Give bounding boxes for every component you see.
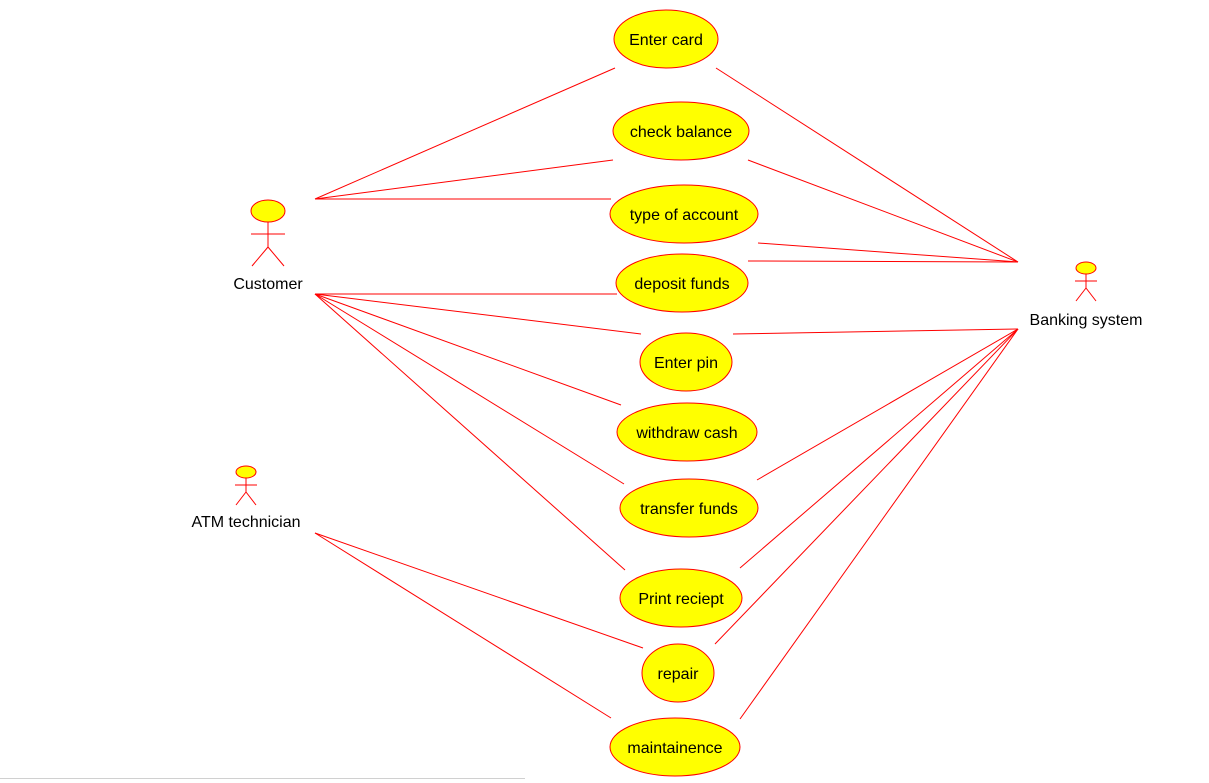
use-case-label: transfer funds — [640, 501, 738, 518]
association-line — [747, 260, 1019, 263]
stick-figure-icon — [235, 465, 257, 506]
use-case-check-balance[interactable]: check balance — [612, 101, 750, 161]
association-line — [757, 242, 1019, 263]
actor-label: ATM technician — [191, 514, 300, 531]
use-case-type-of-account[interactable]: type of account — [609, 184, 759, 244]
stick-figure-icon — [250, 199, 286, 267]
use-case-label: Enter pin — [654, 355, 718, 372]
association-line — [314, 293, 626, 571]
association-line — [747, 159, 1019, 263]
association-line — [314, 293, 625, 485]
actor-atm-technician[interactable]: ATM technician — [191, 465, 301, 531]
use-case-enter-pin[interactable]: Enter pin — [639, 332, 733, 392]
association-line — [314, 532, 644, 649]
association-line — [756, 328, 1019, 481]
use-case-label: deposit funds — [634, 276, 729, 293]
association-line — [314, 293, 622, 406]
stick-figure-icon — [1075, 261, 1097, 302]
association-line — [314, 532, 612, 719]
use-case-label: Print reciept — [638, 591, 724, 608]
actors: Customer Banking system ATM technician — [191, 199, 1143, 531]
use-case-withdraw-cash[interactable]: withdraw cash — [616, 402, 758, 462]
actor-label: Customer — [233, 276, 303, 293]
use-cases: Enter card check balance type of account… — [609, 9, 759, 777]
actor-label: Banking system — [1030, 312, 1143, 329]
use-case-label: repair — [658, 666, 700, 683]
use-case-deposit-funds[interactable]: deposit funds — [615, 253, 749, 313]
use-case-label: type of account — [630, 207, 739, 224]
association-line — [314, 159, 614, 200]
association-lines — [314, 67, 1019, 720]
association-line — [714, 328, 1019, 645]
association-line — [732, 328, 1019, 335]
use-case-enter-card[interactable]: Enter card — [613, 9, 719, 69]
association-line — [314, 293, 642, 335]
actor-customer[interactable]: Customer — [233, 199, 303, 293]
use-case-transfer-funds[interactable]: transfer funds — [619, 478, 759, 538]
association-line — [739, 328, 1019, 569]
association-line — [314, 67, 616, 200]
bottom-divider — [0, 778, 525, 779]
use-case-print-reciept[interactable]: Print reciept — [619, 568, 743, 628]
association-line — [715, 67, 1019, 263]
use-case-repair[interactable]: repair — [641, 643, 715, 703]
actor-banking-system[interactable]: Banking system — [1030, 261, 1143, 329]
use-case-label: check balance — [630, 124, 732, 141]
association-line — [739, 328, 1019, 720]
use-case-maintainence[interactable]: maintainence — [609, 717, 741, 777]
use-case-label: Enter card — [629, 32, 703, 49]
use-case-label: withdraw cash — [635, 425, 737, 442]
use-case-label: maintainence — [627, 740, 722, 757]
